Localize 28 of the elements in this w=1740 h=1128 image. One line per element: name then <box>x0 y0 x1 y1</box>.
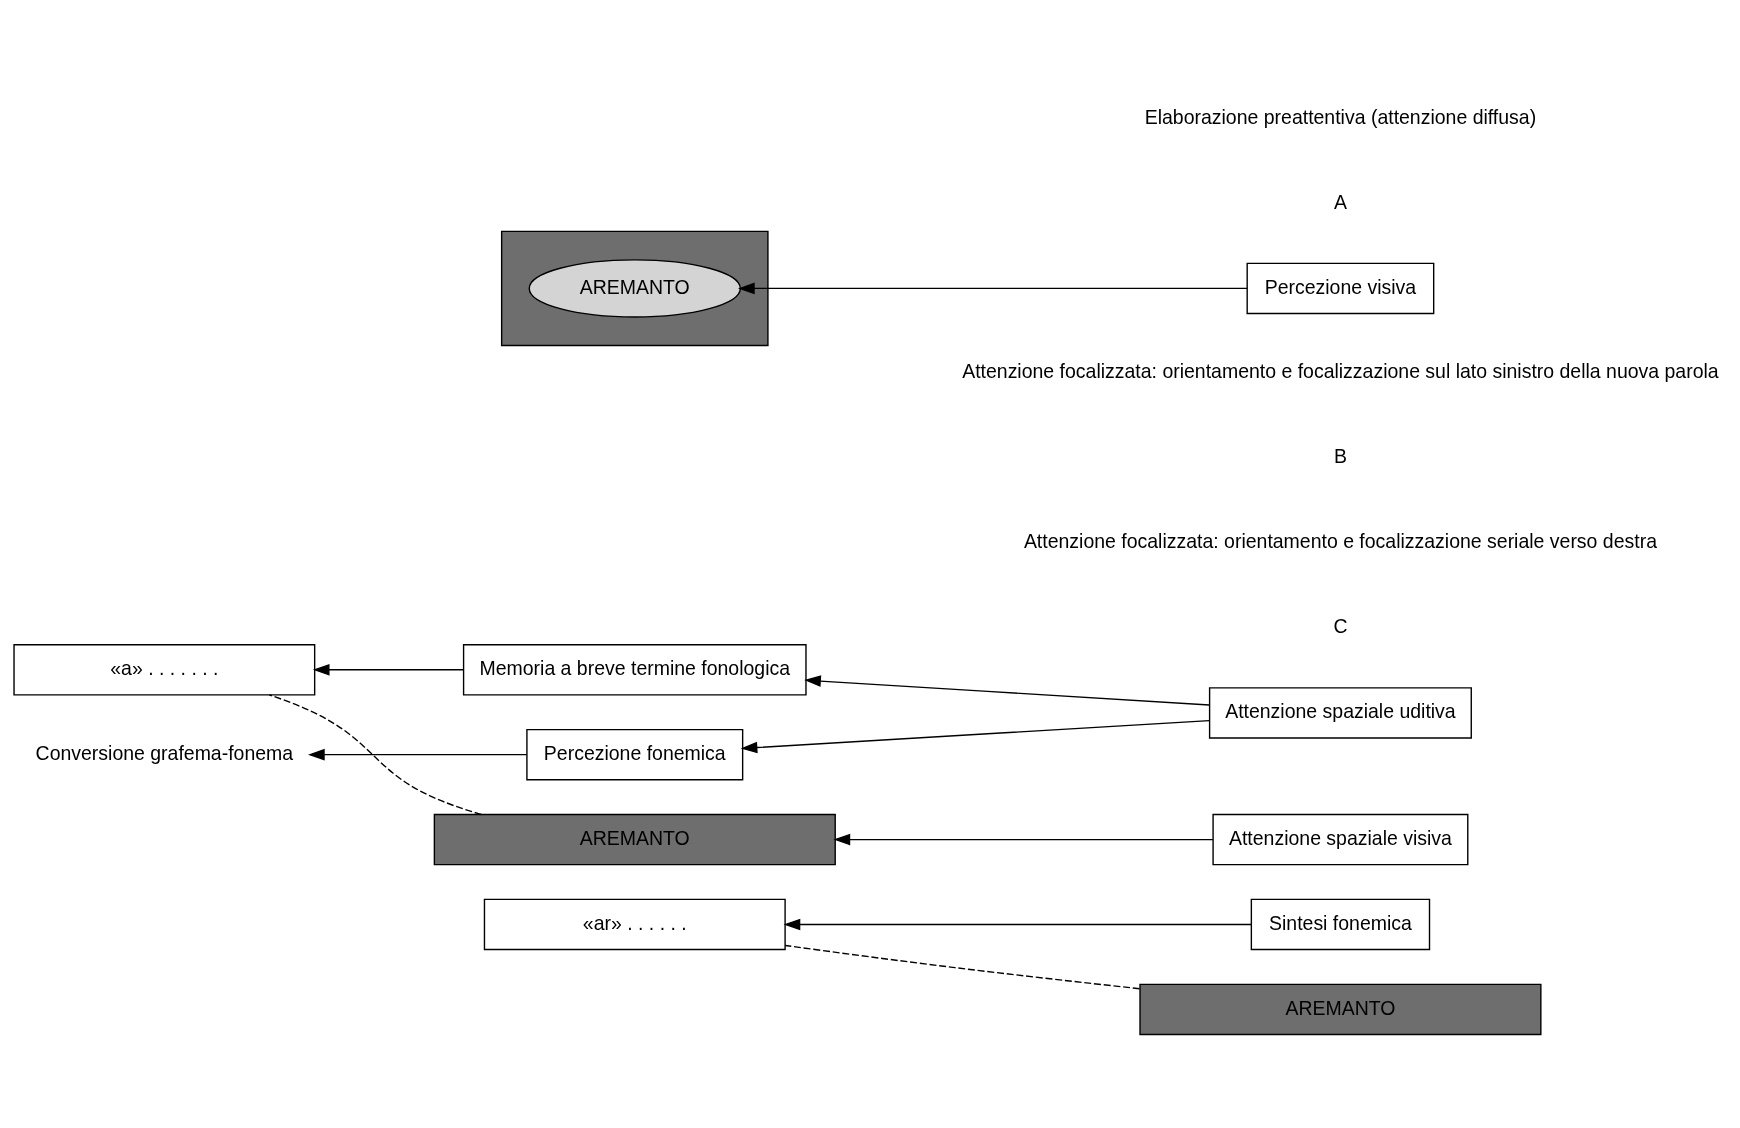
cluster <box>500 230 769 347</box>
label: C <box>1333 615 1348 638</box>
arrow <box>308 748 528 761</box>
arrow <box>804 675 1210 706</box>
label: Elaborazione preattentiva (attenzione diffusa) <box>1144 105 1537 128</box>
arrow <box>738 282 1248 295</box>
node-ellipse: AREMANTO <box>528 259 741 318</box>
node-text: Conversione grafema-fonema <box>35 741 294 764</box>
node-box: Percezione visiva <box>1246 262 1435 315</box>
node-box: «a» . . . . . . . <box>13 644 316 696</box>
arrow <box>833 833 1214 846</box>
node-box: Sintesi fonemica <box>1250 898 1431 951</box>
node-box: AREMANTO <box>1139 983 1542 1036</box>
label: A <box>1333 190 1347 213</box>
node-box: Attenzione spaziale visiva <box>1212 813 1469 866</box>
label: Attenzione focalizzata: orientamento e focalizzazione sul lato sinistro della nuova parola <box>962 360 1719 383</box>
label: B <box>1333 445 1347 468</box>
node-box: AREMANTO <box>433 813 836 866</box>
node-box: Memoria a breve termine fonologica <box>462 644 807 696</box>
arrow <box>312 663 464 676</box>
arrow <box>783 918 1252 931</box>
connector <box>784 944 1141 990</box>
node-box: Attenzione spaziale uditiva <box>1208 687 1472 739</box>
node-box: «ar» . . . . . . <box>483 898 786 951</box>
arrow <box>740 719 1210 754</box>
connector <box>268 694 483 816</box>
node-box: Percezione fonemica <box>526 728 744 781</box>
label: Attenzione focalizzata: orientamento e focalizzazione seriale verso destra <box>1023 530 1657 553</box>
